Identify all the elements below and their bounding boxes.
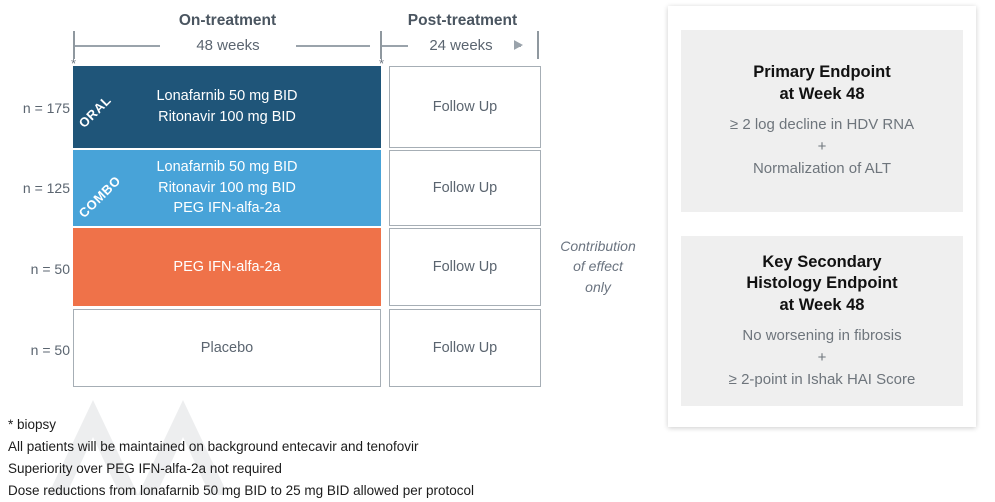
timeline-arrow-icon [512,39,523,51]
arm-box-placebo: Placebo [73,309,381,387]
arm-treatment-text-oral: Lonafarnib 50 mg BID Ritonavir 100 mg BI… [156,88,298,125]
arm-tag-oral: ORAL [75,92,115,131]
followup-label-combo: Follow Up [432,180,498,196]
phase-label-post-treatment: Post-treatment [407,12,518,29]
footnotes-block: * biopsy All patients will be maintained… [8,414,474,502]
footnote-item: * biopsy [8,417,57,432]
followup-box-peg-ifn: Follow Up [389,228,541,306]
primary-endpoint-panel: Primary Endpoint at Week 48 ≥ 2 log decl… [681,30,963,212]
primary-endpoint-title: Primary Endpoint at Week 48 [753,63,891,103]
secondary-endpoint-title: Key Secondary Histology Endpoint at Week… [746,252,898,314]
contribution-of-effect-note: Contribution of effect only [560,238,636,295]
n-label-oral: n = 175 [22,100,70,116]
arm-box-combo: COMBO Lonafarnib 50 mg BID Ritonavir 100… [73,150,381,226]
footnote-item: Superiority over PEG IFN-alfa-2a not req… [8,461,282,476]
followup-box-combo: Follow Up [389,150,541,226]
followup-label-placebo: Follow Up [432,340,498,356]
biopsy-marker-baseline: * [71,56,77,71]
duration-label-on-treatment: 48 weeks [160,37,296,54]
primary-endpoint-criteria: ≥ 2 log decline in HDV RNA + Normalizati… [729,116,915,177]
biopsy-marker-week48: * [379,56,385,71]
followup-box-oral: Follow Up [389,66,541,148]
timeline-tick-start [73,31,75,59]
footnote-item: Dose reductions from lonafarnib 50 mg BI… [8,483,474,498]
arm-box-peg-ifn: PEG IFN-alfa-2a [73,228,381,306]
n-label-peg: n = 50 [30,261,70,277]
n-label-placebo: n = 50 [30,342,70,358]
arm-tag-combo: COMBO [75,172,124,221]
duration-label-post-treatment: 24 weeks [408,37,514,54]
phase-label-on-treatment: On-treatment [178,12,277,29]
footnote-item: All patients will be maintained on backg… [8,439,419,454]
arm-treatment-text-combo: Lonafarnib 50 mg BID Ritonavir 100 mg BI… [156,159,298,217]
arm-treatment-text-placebo: Placebo [200,339,254,356]
arm-treatment-text-peg-ifn: PEG IFN-alfa-2a [173,258,281,275]
followup-box-placebo: Follow Up [389,309,541,387]
timeline-tick-end [537,31,539,59]
endpoints-card: Primary Endpoint at Week 48 ≥ 2 log decl… [668,6,976,427]
secondary-endpoint-criteria: No worsening in fibrosis + ≥ 2-point in … [728,327,916,388]
n-label-combo: n = 125 [22,180,70,196]
timeline-tick-week48 [380,31,382,59]
followup-label-oral: Follow Up [432,99,498,115]
arm-box-oral: ORAL Lonafarnib 50 mg BID Ritonavir 100 … [73,66,381,148]
secondary-endpoint-panel: Key Secondary Histology Endpoint at Week… [681,236,963,406]
followup-label-peg-ifn: Follow Up [432,259,498,275]
